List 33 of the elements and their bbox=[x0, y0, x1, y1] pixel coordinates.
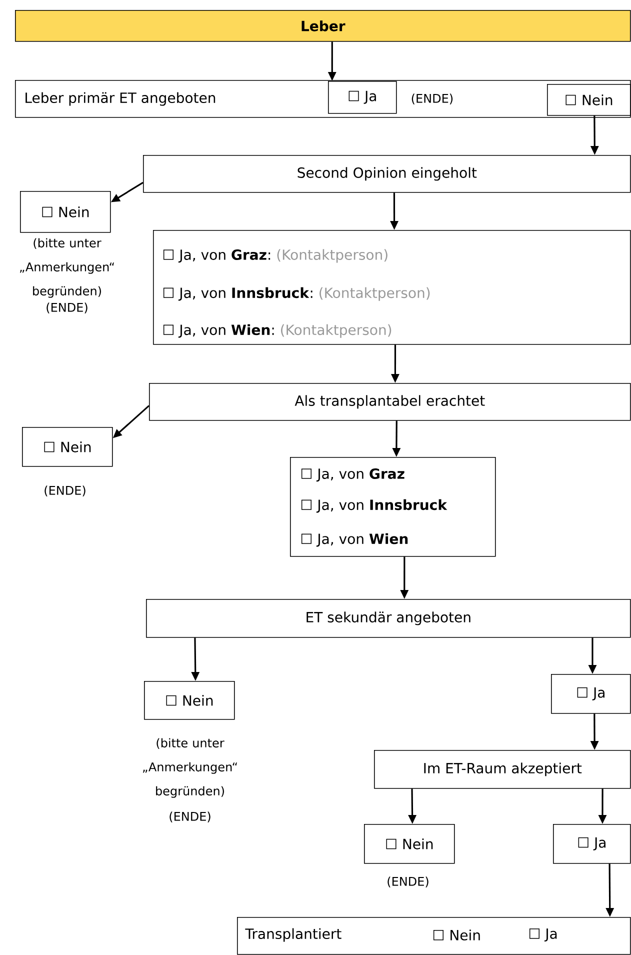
question-box: Als transplantabel erachtet bbox=[149, 383, 631, 421]
note-text: (Kontaktperson) bbox=[281, 324, 392, 338]
end-note: (ENDE) bbox=[412, 94, 453, 104]
option-label: ☐ Nein bbox=[433, 930, 480, 940]
end-note: (bitte unter „Anmerkungen“ begründen) bbox=[20, 238, 114, 298]
option-label: ☐ Ja bbox=[529, 928, 557, 942]
end-note: (ENDE) bbox=[388, 876, 428, 888]
option-label: ☐ Ja, von Innsbruck bbox=[301, 499, 448, 513]
title-banner: Leber bbox=[15, 10, 631, 42]
checkbox-option: ☐ Nein bbox=[144, 681, 235, 720]
option-label: Leber primär ET angeboten bbox=[26, 92, 216, 106]
question-box: Second Opinion eingeholt bbox=[143, 155, 631, 193]
question-box: Im ET-Raum akzeptiert bbox=[374, 750, 631, 789]
end-note: (ENDE) bbox=[170, 812, 210, 822]
checkbox-option: ☐ Ja bbox=[328, 81, 397, 114]
note-text: (Kontaktperson) bbox=[277, 249, 388, 263]
question-box: ET sekundär angeboten bbox=[146, 599, 631, 638]
end-note: (ENDE) bbox=[46, 302, 88, 314]
checkbox-option: ☐ Nein bbox=[22, 427, 113, 467]
end-note: (bitte unter „Anmerkungen“ begründen) bbox=[143, 738, 237, 798]
checkbox-option: ☐ Nein bbox=[364, 824, 455, 864]
option-label: ☐ Ja, von Wien: bbox=[163, 324, 274, 338]
option-label: ☐ Ja, von Graz bbox=[301, 468, 404, 482]
note-text: (Kontaktperson) bbox=[320, 287, 430, 301]
end-note: (ENDE) bbox=[44, 486, 86, 496]
checkbox-option: ☐ Ja bbox=[551, 674, 631, 714]
question-label: Transplantiert bbox=[245, 928, 342, 942]
checkbox-option: ☐ Nein bbox=[20, 191, 111, 233]
option-label: ☐ Ja, von Innsbruck: bbox=[163, 287, 312, 301]
checkbox-option: ☐ Nein bbox=[547, 84, 631, 116]
checkbox-option: ☐ Ja bbox=[553, 824, 631, 864]
option-label: ☐ Ja, von Wien bbox=[301, 533, 408, 547]
option-label: ☐ Ja, von Graz: bbox=[163, 249, 270, 263]
